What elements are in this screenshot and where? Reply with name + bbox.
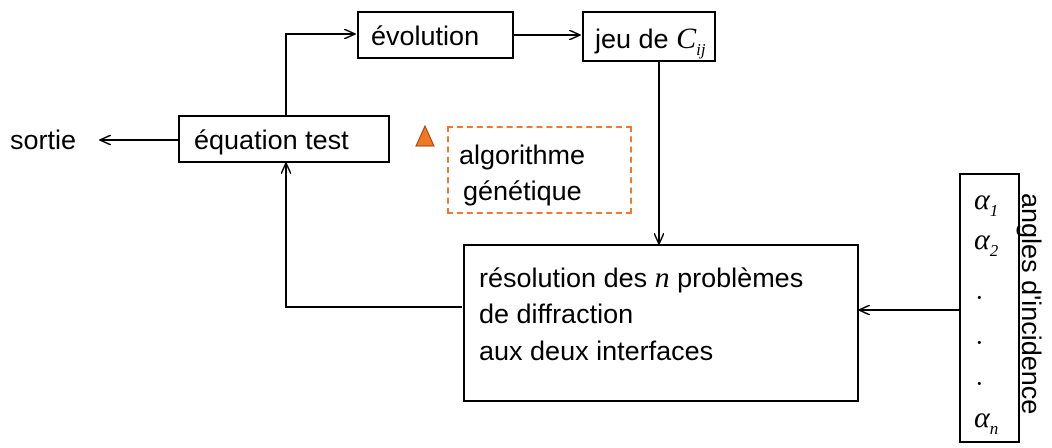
cij-symbol: C xyxy=(676,22,697,55)
ellipsis-dot-1: · xyxy=(975,283,984,312)
jeu-prefix: jeu de xyxy=(595,24,669,54)
genetic-algorithm-box: algorithme génétique xyxy=(447,126,632,214)
alpha-1-symbol: α xyxy=(974,183,990,216)
resolution-line1: résolution des n problèmes xyxy=(479,263,803,293)
resolution-line1-b: problèmes xyxy=(677,263,804,293)
cij-subscript: ij xyxy=(696,40,706,59)
resolution-line3: aux deux interfaces xyxy=(479,336,714,366)
jeu-de-cij-box: jeu de Cij xyxy=(582,11,716,62)
arrow-resolution-to-equation xyxy=(286,163,462,308)
alpha-n-subscript: n xyxy=(989,419,999,438)
equation-test-label: équation test xyxy=(194,125,349,155)
n-symbol: n xyxy=(654,261,670,294)
algorithm-label-line1: algorithme xyxy=(459,140,586,170)
alpha-1: α1 xyxy=(974,183,999,220)
resolution-line2: de diffraction xyxy=(479,299,634,329)
ellipsis-dot-2: · xyxy=(975,328,984,357)
alpha-n-symbol: α xyxy=(974,401,990,434)
alpha-2-subscript: 2 xyxy=(989,241,999,260)
alpha-1-subscript: 1 xyxy=(989,201,999,220)
triangle-icon xyxy=(415,124,435,147)
evolution-box: évolution xyxy=(357,11,514,59)
ellipsis-dot-3: · xyxy=(975,369,984,398)
algorithm-label-line2: génétique xyxy=(463,176,582,206)
alpha-2: α2 xyxy=(974,223,999,260)
alpha-2-symbol: α xyxy=(974,223,990,256)
angles-box: α1 α2 · · · αn xyxy=(959,173,1020,443)
evolution-label: évolution xyxy=(371,21,480,51)
jeu-de-cij-label: jeu de Cij xyxy=(595,22,706,59)
resolution-line1-a: résolution des xyxy=(479,263,648,293)
angles-vertical-label: angles d'incidence xyxy=(1016,193,1046,415)
sortie-label: sortie xyxy=(10,125,77,155)
arrow-equation-to-evolution xyxy=(285,34,355,115)
equation-test-box: équation test xyxy=(178,115,390,163)
alpha-n: αn xyxy=(974,401,999,438)
resolution-box: résolution des n problèmes de diffractio… xyxy=(463,244,859,402)
